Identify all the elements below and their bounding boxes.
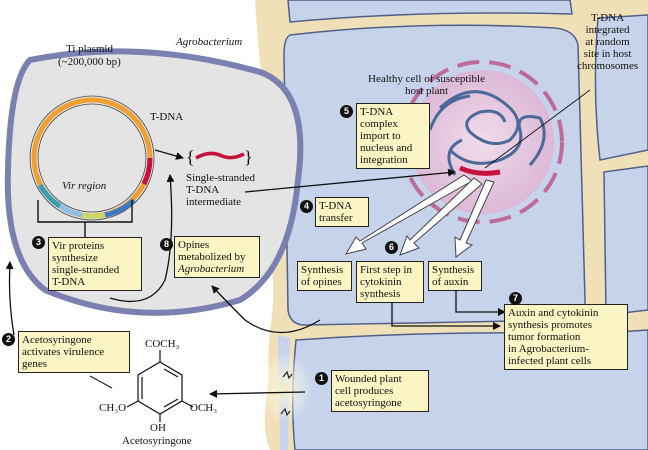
step-6-marker: 6: [385, 241, 398, 254]
ti-plasmid-size: (~200,000 bp): [58, 56, 121, 68]
expression-arrows: [344, 174, 495, 258]
arrow-activation: [5, 261, 15, 336]
arrow-cytokinin-to-7: [391, 302, 501, 330]
integration-pointer: [484, 89, 591, 169]
tdna-integrated-label: T-DNA integrated at random site in host …: [577, 12, 639, 72]
och3-label: OCH₃: [190, 402, 218, 414]
step-8-marker: 8: [160, 238, 173, 251]
arrow-vir-to-ss: [109, 174, 175, 302]
agrobacterium-label: Agrobacterium: [176, 36, 243, 48]
healthy-cell-label: Healthy cell of susceptible host plant: [368, 73, 485, 97]
step-3-marker: 3: [32, 236, 45, 249]
plant-cell-right-lower: [603, 165, 648, 316]
step-4-marker: 4: [300, 200, 313, 213]
arrow-wound-to-molecule: [209, 389, 306, 398]
coch3-label: COCH₃: [145, 338, 180, 350]
arrow-auxin-to-7: [455, 288, 506, 316]
step-5-marker: 5: [340, 105, 353, 118]
vir-region-label: Vir region: [62, 180, 107, 192]
wound-mark-bottom: [280, 407, 291, 417]
link-molecule-to-box2: [89, 375, 113, 389]
arrow-opines-to-bacterium: [211, 285, 321, 334]
plant-cell-top: [287, 0, 573, 23]
ti-plasmid-label: Ti plasmid: [66, 43, 113, 55]
t-dna-label: T-DNA: [150, 111, 184, 123]
oh-label: OH: [150, 422, 166, 434]
ss-tdna-strand: [195, 151, 245, 160]
ch3o-label: CH₃O: [99, 402, 127, 414]
wound-mark-top: [282, 370, 293, 380]
nucleus: [400, 60, 564, 224]
step-2-marker: 2: [2, 333, 15, 346]
ss-bracket-left: {: [186, 147, 195, 167]
acetosyringone-label: Acetosyringone: [122, 435, 192, 447]
plant-cell-right: [594, 14, 648, 161]
step-7-marker: 7: [509, 292, 522, 305]
ss-bracket-right: }: [244, 147, 253, 167]
wound-site: [257, 352, 313, 424]
integrated-tdna: [458, 165, 501, 176]
arrow-plasmid-to-ss: [154, 149, 184, 160]
step-1-marker: 1: [315, 372, 328, 385]
ss-tdna-label: Single-stranded T-DNA intermediate: [186, 172, 256, 208]
acetosyringone-structure: [126, 350, 194, 422]
arrow-tdna-transfer: [244, 168, 456, 193]
